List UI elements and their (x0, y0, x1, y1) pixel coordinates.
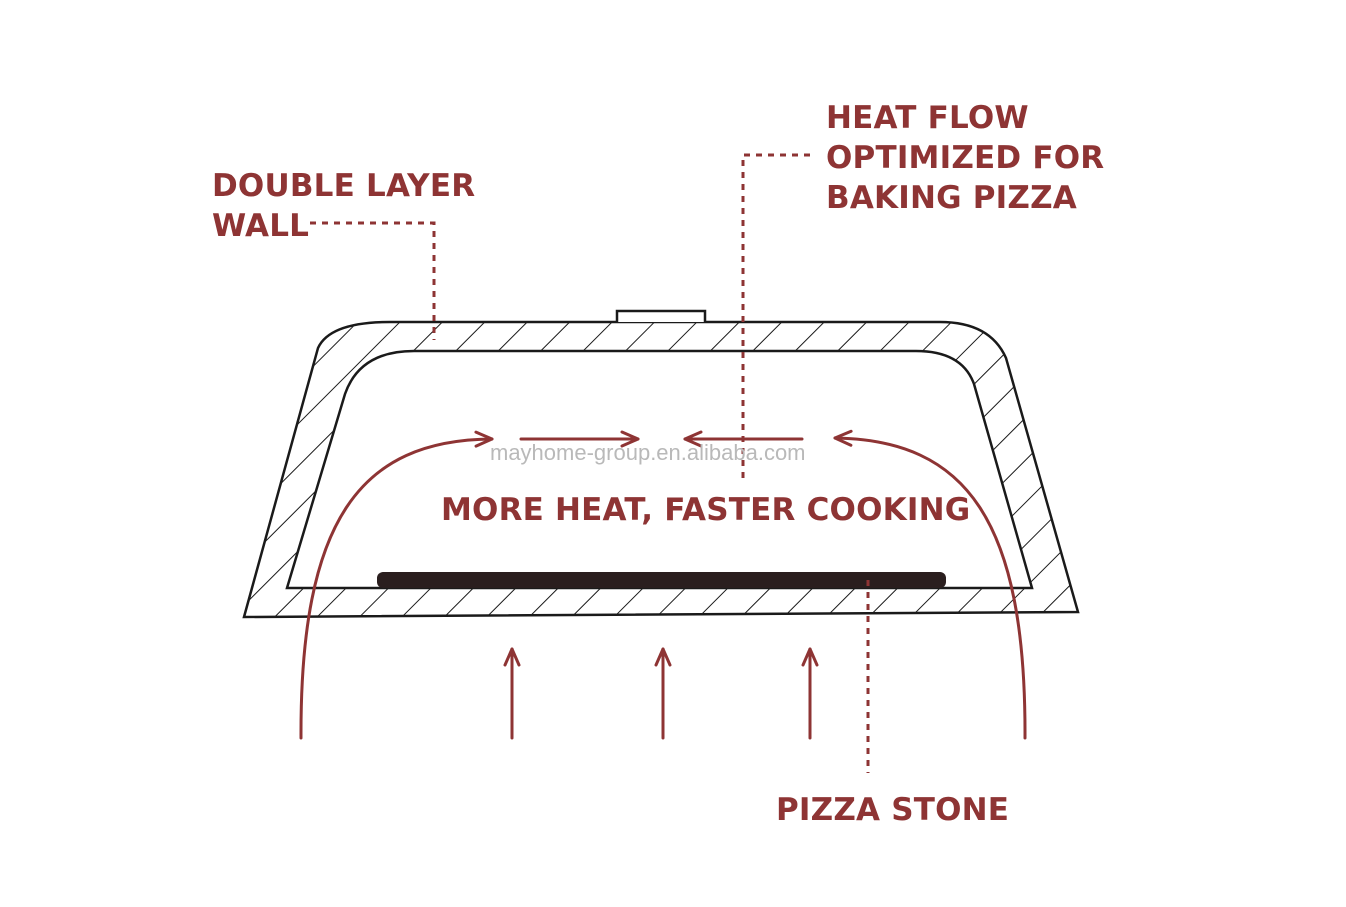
label-line: DOUBLE LAYER (212, 168, 476, 204)
label-line: HEAT FLOW (826, 100, 1029, 136)
heat-flow-arrows (299, 429, 1027, 740)
pizza-stone-label: PIZZA STONE (776, 792, 1010, 828)
label-line: OPTIMIZED FOR (826, 140, 1105, 176)
wall-leader-line (310, 221, 436, 340)
inner-wall-outline (285, 349, 1034, 590)
top-vent-handle (615, 309, 707, 322)
label-line: BAKING PIZZA (826, 180, 1077, 216)
left-heat-curve-arrow (299, 430, 494, 740)
double-layer-wall-label: DOUBLE LAYER WALL (212, 166, 475, 246)
center-caption: MORE HEAT, FASTER COOKING (441, 492, 971, 528)
outer-wall-outline (242, 320, 1080, 619)
right-heat-curve-arrow (833, 429, 1027, 740)
leader-lines (310, 153, 870, 773)
label-line: WALL (212, 208, 310, 244)
heat-flow-label: HEAT FLOW OPTIMIZED FOR BAKING PIZZA (826, 98, 1104, 218)
pizza-stone-slab (377, 572, 946, 588)
watermark: mayhome-group.en.alibaba.com (490, 440, 806, 465)
